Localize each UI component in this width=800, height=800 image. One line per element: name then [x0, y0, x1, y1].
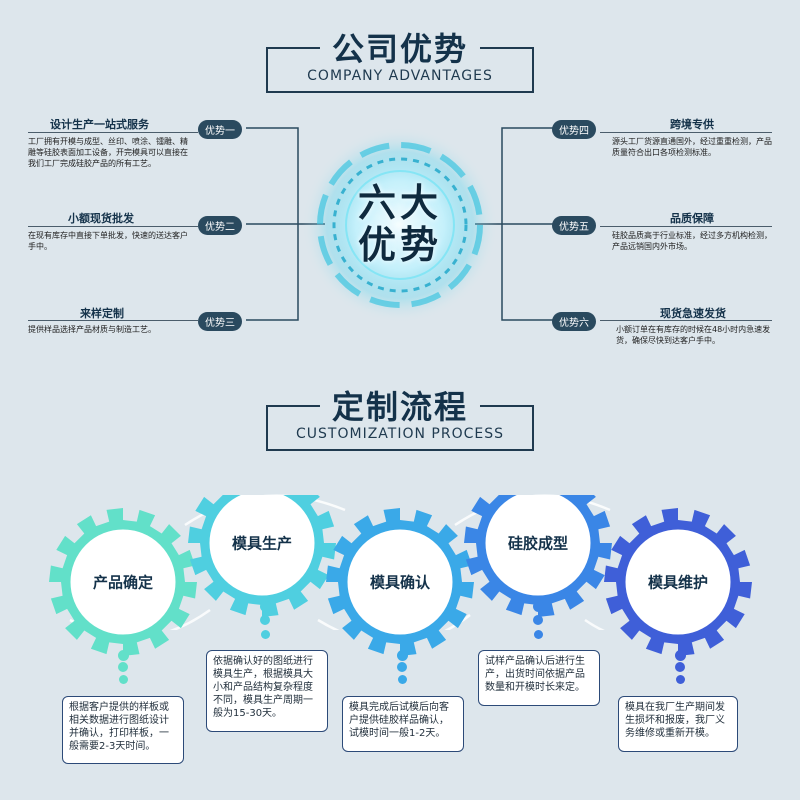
step-label-2: 模具生产: [231, 534, 293, 553]
advantages-subtitle: COMPANY ADVANTAGES: [307, 68, 493, 84]
gear-4: [464, 495, 612, 617]
step-desc-1: 根据客户提供的样板或相关数据进行图纸设计并确认，打印样板，一般需要2-3天时间。: [62, 696, 184, 764]
advantage-badge: 优势三: [198, 312, 242, 331]
advantage-desc: 提供样品选择产品材质与制造工艺。: [28, 325, 156, 334]
advantage-desc: 源头工厂货源直通国外，经过重重检测，产品质量符合出口各项检测标准。: [612, 137, 772, 157]
step-label-3: 模具确认: [369, 573, 431, 592]
connector-dot: [675, 662, 685, 672]
gear-5: [604, 508, 752, 656]
gear-center: [482, 495, 594, 599]
connector-dot: [117, 649, 129, 661]
advantage-badge: 优势一: [198, 120, 242, 139]
gear-2: [188, 495, 336, 617]
gear-center: [206, 495, 318, 599]
advantage-title: 来样定制: [80, 307, 124, 320]
center-glow-graphic: [302, 127, 498, 323]
advantage-badge: 优势四: [552, 120, 596, 139]
advantage-title: 跨境专供: [670, 118, 714, 131]
advantage-divider: [28, 132, 198, 133]
advantages-title: 公司优势: [319, 24, 481, 70]
advantage-title: 品质保障: [670, 212, 714, 225]
advantage-divider: [600, 226, 772, 227]
advantage-badge: 优势六: [552, 312, 596, 331]
advantage-title: 小额现货批发: [68, 212, 134, 225]
advantage-badge: 优势二: [198, 216, 242, 235]
connector-dot: [533, 615, 543, 625]
advantage-divider: [600, 320, 772, 321]
center-title-line2: 优势: [357, 223, 442, 267]
connector-dot: [259, 600, 271, 612]
connector-dot: [397, 674, 407, 684]
advantage-desc: 硅胶品质高于行业标准，经过多方机构检测，产品远销国内外市场。: [612, 231, 772, 251]
advantage-badge: 优势五: [552, 216, 596, 235]
advantage-desc: 工厂拥有开模与成型、丝印、喷涂、镭雕、精雕等硅胶表面加工设备，开完模具可以直接在…: [28, 137, 188, 168]
connector-dot: [260, 615, 270, 625]
step-label-4: 硅胶成型: [507, 534, 569, 553]
connector-dot: [532, 600, 544, 612]
step-label-5: 模具维护: [647, 573, 709, 592]
advantage-desc: 在现有库存中直接下单批发，快速的送达客户手中。: [28, 231, 188, 251]
connector-dot: [533, 629, 543, 639]
gear-center: [344, 526, 456, 638]
center-title-line1: 六大: [357, 181, 442, 225]
connector-dot: [118, 674, 128, 684]
advantage-title: 现货急速发货: [660, 307, 726, 320]
gear-3: [326, 508, 474, 656]
advantage-divider: [28, 226, 198, 227]
connector-dot: [675, 674, 685, 684]
step-label-1: 产品确定: [92, 573, 154, 592]
process-title: 定制流程: [319, 382, 481, 428]
connector-dot: [674, 649, 686, 661]
gear-center: [67, 526, 179, 638]
step-desc-3: 模具完成后试模后向客户提供硅胶样品确认，试模时间一般1-2天。: [342, 696, 464, 752]
step-desc-5: 模具在我厂生产期间发生损坏和报废，我厂义务维修或重新开模。: [618, 696, 738, 752]
process-subtitle: CUSTOMIZATION PROCESS: [296, 426, 504, 442]
connector-dot: [396, 649, 408, 661]
connector-dot: [260, 629, 270, 639]
process-gears: [49, 495, 752, 656]
connector-dot: [397, 662, 407, 672]
advantage-divider: [28, 320, 198, 321]
advantage-divider: [600, 132, 772, 133]
gear-1: [49, 508, 197, 656]
step-desc-2: 依据确认好的图纸进行模具生产，根据模具大小和产品结构复杂程度不同，模具生产周期一…: [206, 650, 328, 732]
center-title: 六大 优势: [330, 182, 470, 266]
step-desc-4: 试样产品确认后进行生产，出货时间依据产品数量和开模时长来定。: [478, 650, 600, 706]
gear-center: [622, 526, 734, 638]
connector-dot: [118, 662, 128, 672]
advantage-desc: 小额订单在有库存的时候在48小时内急速发货，确保尽快到达客户手中。: [616, 325, 771, 345]
advantage-title: 设计生产一站式服务: [50, 118, 149, 131]
